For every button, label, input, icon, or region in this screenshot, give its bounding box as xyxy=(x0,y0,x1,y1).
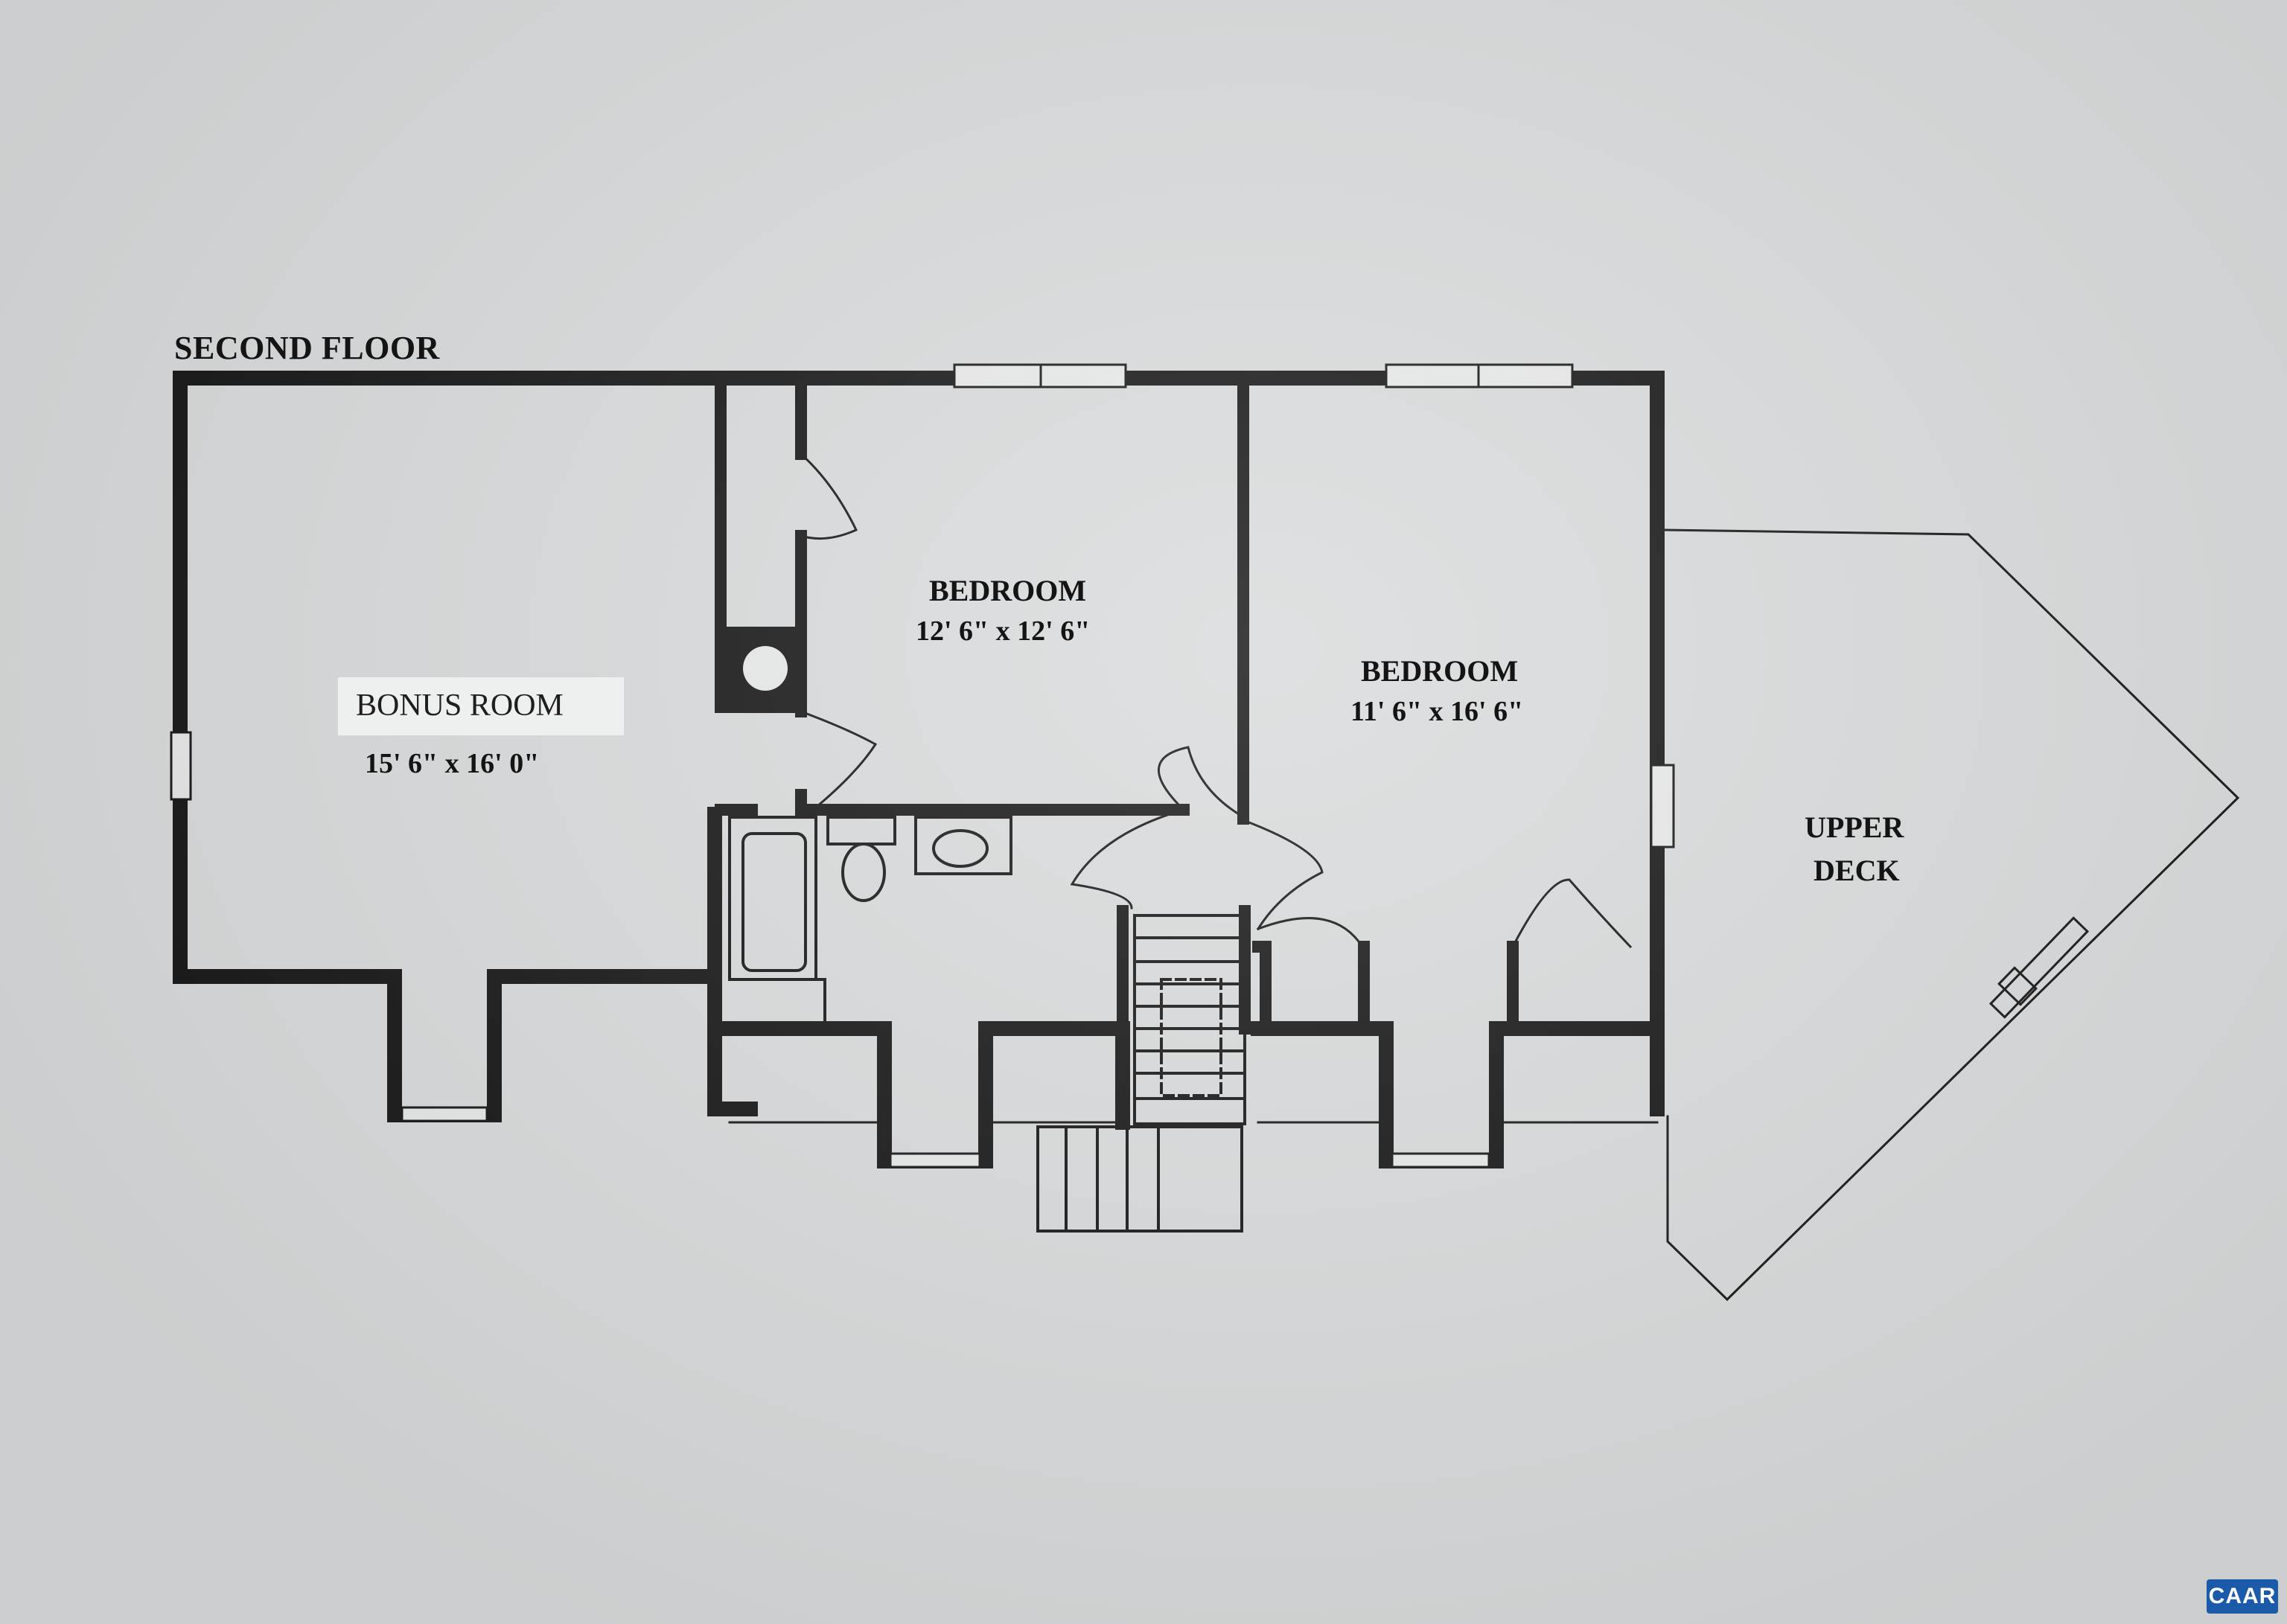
bedroom-1-dims: 12' 6" x 12' 6" xyxy=(916,616,1091,647)
caar-watermark-badge: CAAR xyxy=(2207,1579,2278,1614)
upper-deck-label-line1: UPPER xyxy=(1805,811,1904,844)
upper-deck-label-line2: DECK xyxy=(1814,854,1900,887)
bedroom-1-name: BEDROOM xyxy=(929,574,1087,607)
stairs xyxy=(1036,914,1246,1233)
plan-title: SECOND FLOOR xyxy=(174,330,440,366)
bonus-room-name: BONUS ROOM xyxy=(356,688,564,723)
interior-walls xyxy=(715,372,1519,1035)
bedroom-2-name: BEDROOM xyxy=(1361,654,1519,688)
bath-fixtures xyxy=(728,816,1012,1030)
windows xyxy=(170,363,1675,1169)
door-swings xyxy=(799,452,1633,949)
bonus-room-label-box xyxy=(338,677,624,735)
bonus-room-dims: 15' 6" x 16' 0" xyxy=(365,748,540,779)
upper-deck-outline xyxy=(1662,528,2240,1302)
bedroom-2-dims: 11' 6" x 16' 6" xyxy=(1350,696,1524,727)
